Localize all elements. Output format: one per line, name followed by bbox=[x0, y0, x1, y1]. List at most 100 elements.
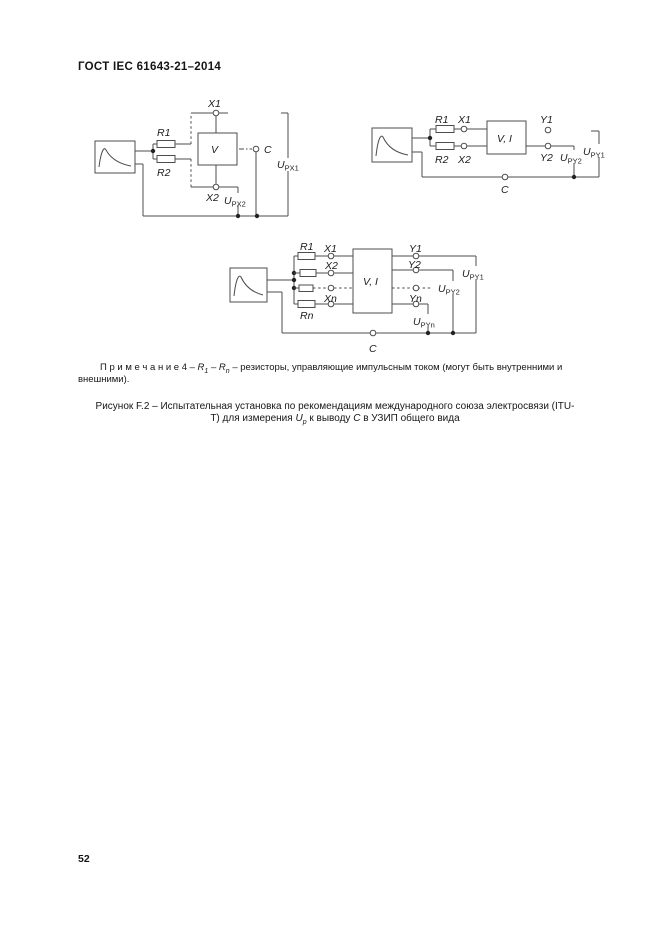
resistor-r2 bbox=[156, 155, 176, 163]
terminal-x1 bbox=[460, 125, 468, 133]
resistor-r2 bbox=[435, 142, 455, 150]
generator-output-wire bbox=[412, 129, 431, 146]
diagram-multi-port: R1 X1 X2 Xn Rn V, I Y1 Y2 Yn C UPY1 UPY2… bbox=[229, 241, 489, 355]
terminal-xn bbox=[327, 300, 335, 308]
junction-dot bbox=[427, 135, 433, 141]
figure-caption: Рисунок F.2 – Испытательная установка по… bbox=[78, 401, 592, 426]
generator-box bbox=[94, 140, 136, 174]
generator-box bbox=[229, 267, 268, 303]
label-bg bbox=[412, 314, 441, 327]
impulse-waveform-icon bbox=[375, 135, 409, 157]
label-x2: X2 bbox=[324, 260, 338, 272]
label-y1: Y1 bbox=[409, 243, 422, 255]
label-bg bbox=[461, 266, 489, 279]
label-upy2: UPY2 bbox=[438, 283, 460, 297]
resistor-r1 bbox=[156, 140, 176, 148]
junction-dot bbox=[150, 148, 156, 154]
junction-dot bbox=[291, 277, 297, 283]
label-x1: X1 bbox=[207, 98, 221, 110]
label-v: V bbox=[211, 144, 219, 156]
generator-output-wire bbox=[267, 256, 295, 304]
label-x2: X2 bbox=[205, 192, 219, 204]
label-c: C bbox=[501, 184, 509, 196]
label-bg bbox=[559, 150, 586, 163]
label-yn: Yn bbox=[409, 293, 422, 305]
label-r2: R2 bbox=[157, 167, 171, 179]
resistor-r1 bbox=[435, 125, 455, 133]
terminal-c bbox=[252, 145, 260, 153]
label-r2: R2 bbox=[435, 154, 449, 166]
spd-box-vi bbox=[486, 120, 527, 155]
label-upy1: UPY1 bbox=[583, 146, 605, 160]
label-upy2: UPY2 bbox=[560, 152, 582, 166]
label-vi: V, I bbox=[497, 133, 512, 145]
terminal-c bbox=[369, 329, 377, 337]
diagram-two-port: R1 X1 R2 X2 V, I Y1 Y2 C UPY2 UPY1 bbox=[371, 114, 610, 196]
label-xn: Xn bbox=[323, 293, 337, 305]
caption-line1: Рисунок F.2 – Испытательная установка по… bbox=[95, 401, 575, 412]
terminal-x1 bbox=[327, 252, 335, 260]
label-y1: Y1 bbox=[540, 114, 553, 126]
return-rail bbox=[135, 163, 288, 217]
terminal-y2 bbox=[544, 142, 552, 150]
resistor-ellipsis bbox=[298, 284, 314, 292]
terminal-c bbox=[501, 173, 509, 181]
junction-dot bbox=[571, 174, 577, 180]
junction-dot bbox=[450, 330, 456, 336]
return-rail bbox=[412, 151, 599, 178]
note-body: – резисторы, управляющие импульсным токо… bbox=[78, 362, 563, 385]
label-y2: Y2 bbox=[540, 152, 553, 164]
terminal-y1 bbox=[412, 252, 420, 260]
caption-line2: Т) для измерения Up к выводу С в УЗИП об… bbox=[210, 412, 460, 426]
resistor-r1 bbox=[297, 252, 316, 260]
label-y2: Y2 bbox=[408, 259, 421, 271]
label-r1: R1 bbox=[157, 127, 170, 139]
note-label: П р и м е ч а н и е 4 – bbox=[100, 362, 195, 373]
label-c: C bbox=[264, 144, 272, 156]
terminal-x2 bbox=[460, 142, 468, 150]
spd-box-vi bbox=[352, 248, 393, 314]
terminal-yn bbox=[412, 300, 420, 308]
x1-wire bbox=[191, 112, 228, 133]
junction-dot bbox=[235, 213, 241, 219]
note-dash: – bbox=[210, 362, 219, 373]
resistor-rn bbox=[297, 300, 316, 308]
label-bg bbox=[275, 158, 305, 171]
impulse-waveform-icon bbox=[233, 275, 264, 297]
label-bg bbox=[437, 281, 465, 294]
generator-box bbox=[371, 127, 413, 163]
note-rn: Rn bbox=[218, 362, 230, 375]
label-bg bbox=[223, 193, 252, 205]
terminal-x2 bbox=[212, 183, 220, 191]
label-vi: V, I bbox=[363, 276, 378, 288]
generator-output-wire bbox=[135, 144, 154, 159]
label-r1: R1 bbox=[435, 114, 448, 126]
terminal-x1 bbox=[212, 109, 220, 117]
resistor-r2 bbox=[299, 269, 317, 277]
terminal-y2 bbox=[412, 266, 420, 274]
terminal-xellipsis bbox=[327, 284, 335, 292]
impulse-waveform-icon bbox=[98, 148, 132, 168]
label-upyn: UPYn bbox=[413, 316, 435, 330]
junction-dot bbox=[254, 213, 260, 219]
junction-dot bbox=[425, 330, 431, 336]
return-rail bbox=[267, 291, 476, 334]
label-bg bbox=[582, 144, 610, 157]
label-upx2: UPX2 bbox=[224, 195, 246, 209]
label-x2: X2 bbox=[457, 154, 471, 166]
note-4: П р и м е ч а н и е 4 – R1 – Rn – резист… bbox=[78, 362, 596, 385]
label-c: C bbox=[369, 343, 377, 355]
terminal-y1 bbox=[544, 126, 552, 134]
y2-wire bbox=[392, 269, 454, 333]
label-x1: X1 bbox=[457, 114, 471, 126]
terminal-yellipsis bbox=[412, 284, 420, 292]
diagram-one-port: R1 R2 X1 X2 V C UPX1 UPX2 bbox=[94, 98, 305, 219]
spd-box-v bbox=[197, 132, 238, 166]
page-number: 52 bbox=[78, 853, 90, 865]
label-upy1: UPY1 bbox=[462, 268, 484, 282]
label-rn: Rn bbox=[300, 310, 314, 322]
document-header: ГОСТ IEC 61643-21–2014 bbox=[78, 61, 222, 73]
label-x1: X1 bbox=[323, 243, 337, 255]
